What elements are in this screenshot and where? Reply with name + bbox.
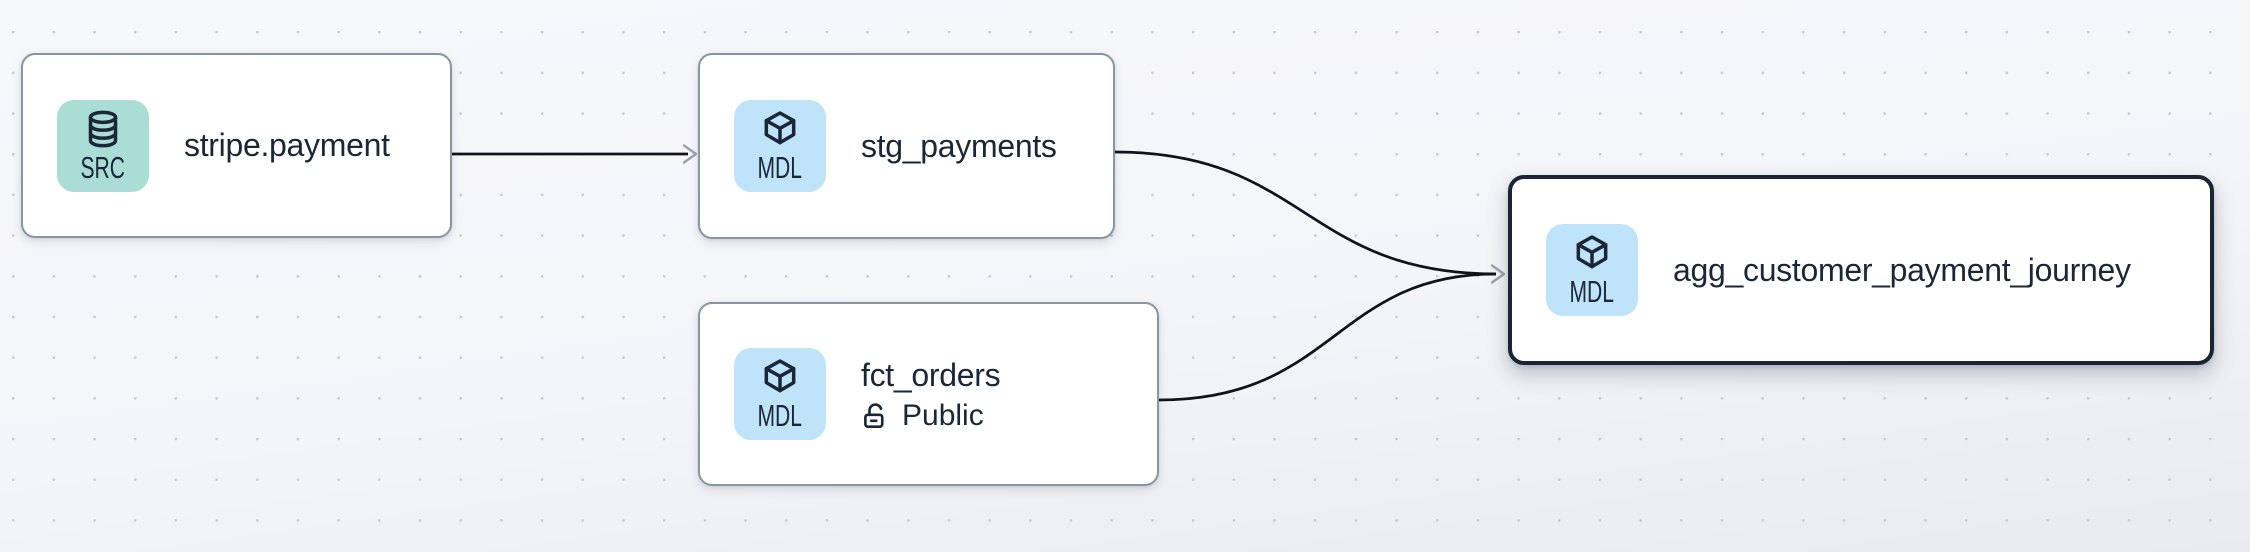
arrowhead-stg [682,144,698,164]
node-label: fct_orders [861,356,1001,393]
badge-label: SRC [80,149,126,185]
edge-stg-to-agg [1114,150,1497,276]
cube-icon [764,111,796,145]
node-label: stripe.payment [184,127,390,164]
node-label: agg_customer_payment_journey [1673,251,2131,288]
arrowhead-agg [1490,264,1506,284]
source-type-badge: SRC [57,99,149,192]
model-type-badge: MDL [734,348,826,440]
model-type-badge: MDL [734,100,826,192]
access-label: Public [902,399,984,433]
node-fct-orders[interactable]: MDL fct_orders Public [698,302,1159,486]
lock-open-icon [864,402,884,428]
node-stg-payments[interactable]: MDL stg_payments [698,53,1115,239]
node-stripe-payment[interactable]: SRC stripe.payment [21,53,452,238]
badge-label: MDL [757,398,803,433]
badge-label: MDL [757,150,803,185]
model-type-badge: MDL [1546,224,1638,316]
cube-icon [764,359,796,393]
access-row: Public [861,399,1000,432]
badge-label: MDL [1569,274,1615,309]
edge-fct-to-agg [1158,272,1497,402]
cube-icon [1576,235,1608,269]
node-agg-customer-payment-journey[interactable]: MDL agg_customer_payment_journey [1508,175,2214,365]
database-icon [88,110,118,147]
node-label: stg_payments [861,127,1057,164]
